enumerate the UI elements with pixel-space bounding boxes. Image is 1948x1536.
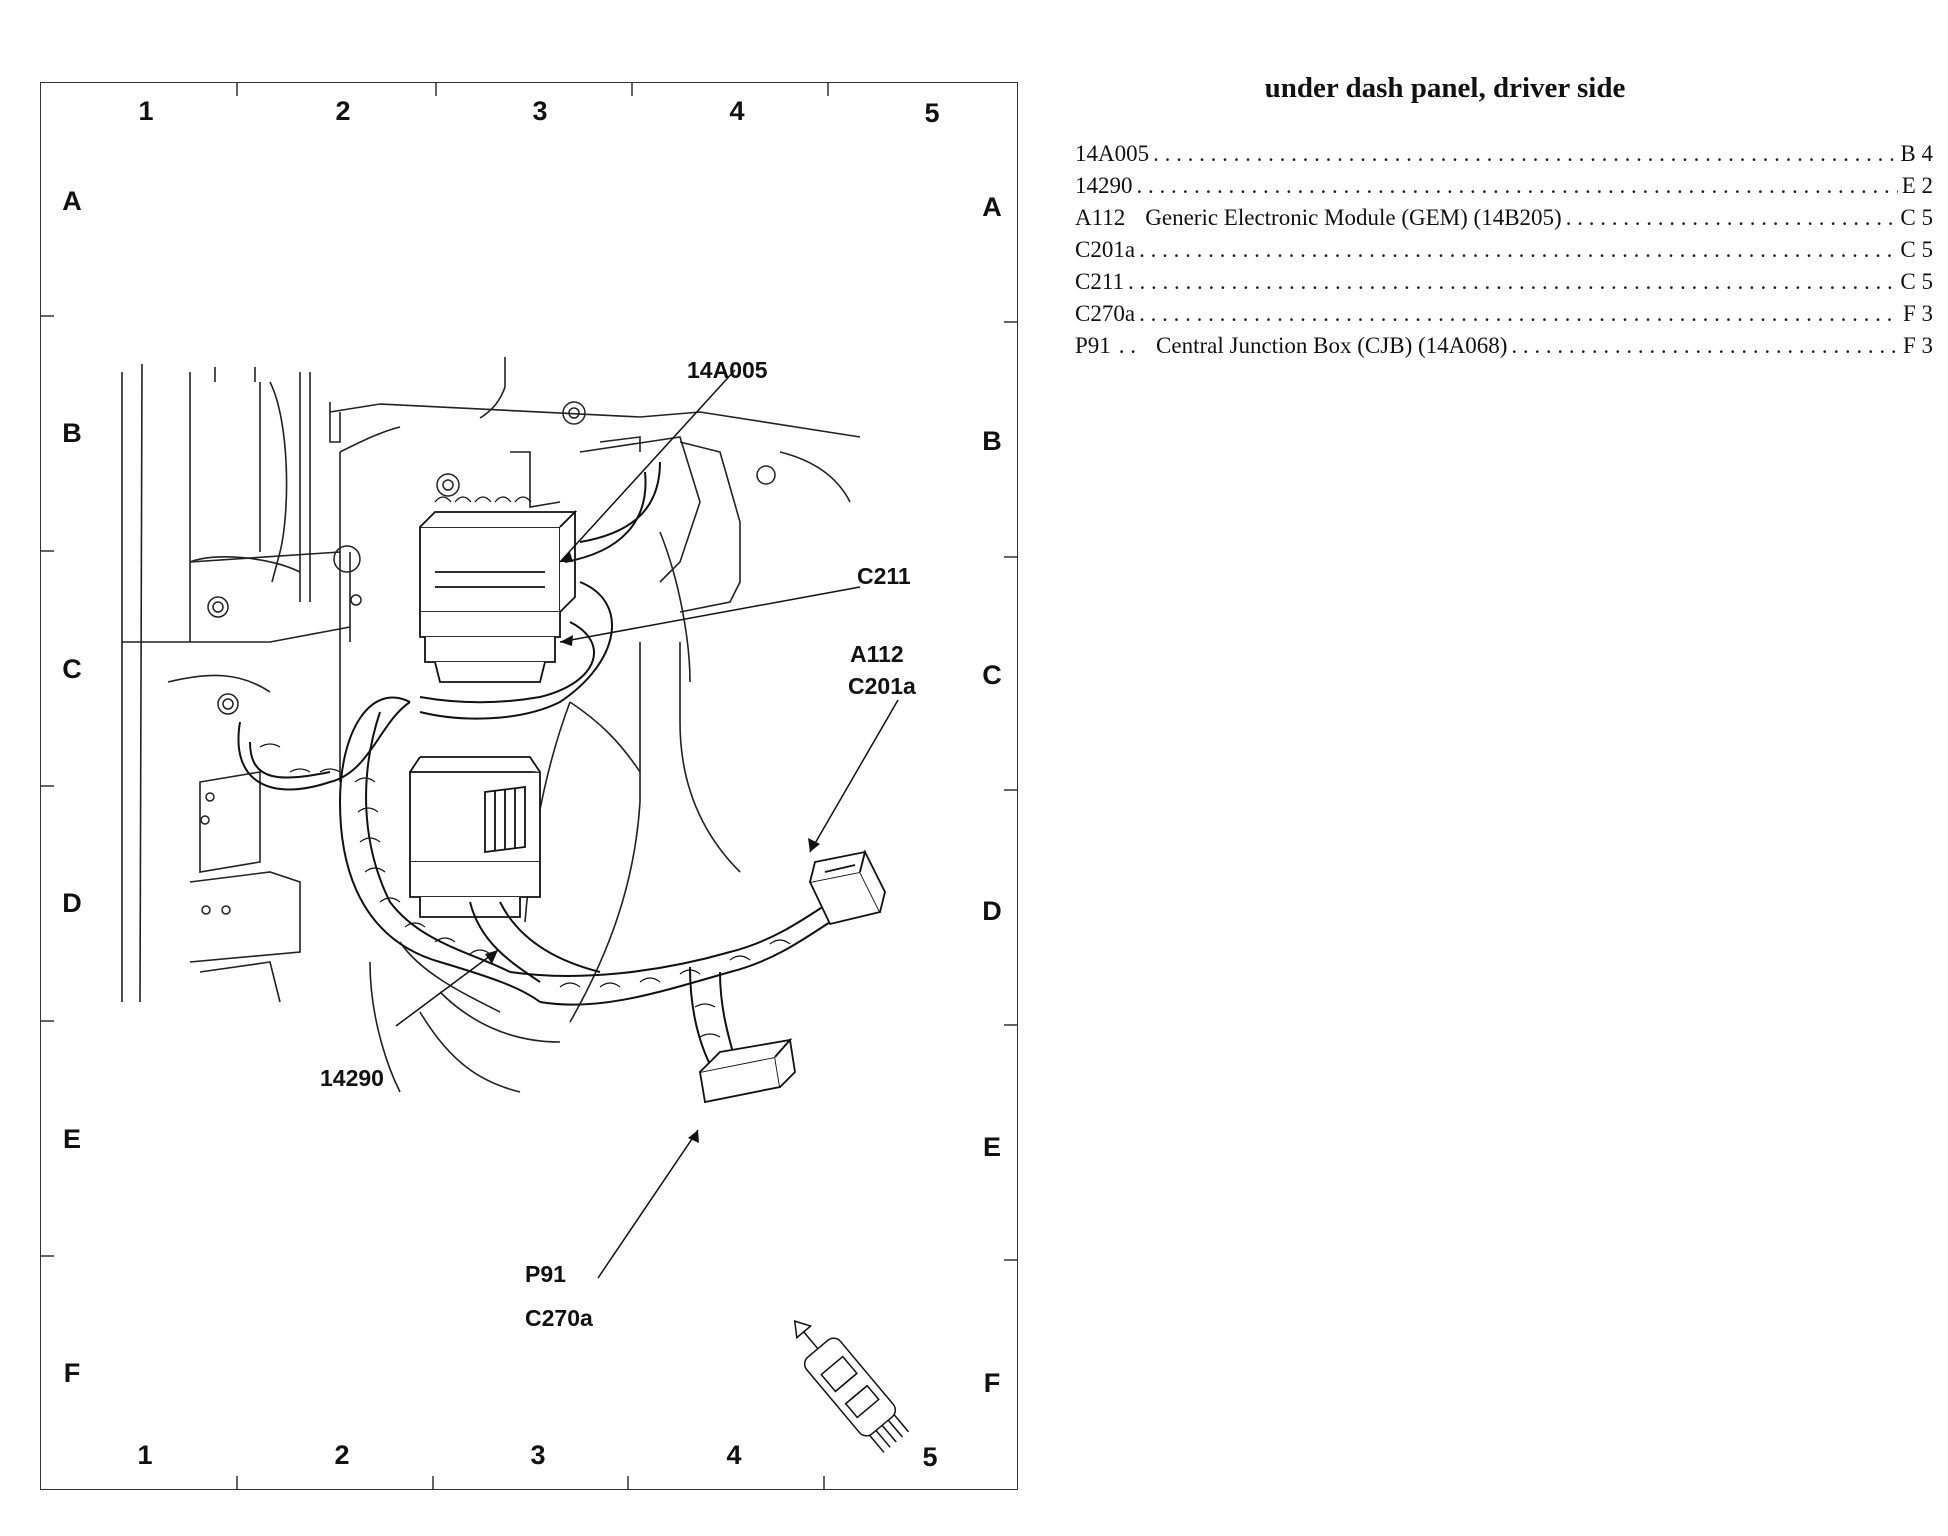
- index-code: C201a: [1075, 237, 1136, 262]
- row-label-left-E: E: [63, 1124, 81, 1154]
- row-label-left-B: B: [62, 418, 82, 448]
- c270a-connector-drawing: [698, 1037, 796, 1104]
- leader-lines: [395, 369, 899, 1279]
- row-label-left-D: D: [62, 888, 82, 918]
- callout-14a005: 14A005: [687, 357, 768, 383]
- c201a-connector-drawing: [808, 849, 886, 926]
- row-label-right-C: C: [982, 660, 1002, 690]
- row-label-right-F: F: [984, 1368, 1001, 1398]
- index-code: C270a: [1075, 301, 1136, 326]
- wire-harness-drawing: [237, 461, 831, 1083]
- callout-a112: A112: [850, 641, 904, 667]
- index-row: C211 C 5: [1075, 266, 1933, 298]
- row-label-left-F: F: [64, 1358, 81, 1388]
- col-label-top-4: 4: [729, 96, 744, 126]
- index-description: Central Junction Box (CJB) (14A068): [1156, 333, 1508, 358]
- dash-structure-drawing: [121, 357, 861, 1093]
- vehicle-orientation-icon: [793, 1320, 910, 1453]
- page-title: under dash panel, driver side: [1264, 72, 1626, 104]
- col-label-top-3: 3: [532, 96, 547, 126]
- gem-module-drawing: [419, 509, 578, 683]
- callout-14290: 14290: [320, 1065, 384, 1091]
- lower-connector-drawing: [409, 756, 541, 918]
- component-index: 14A005 B 4 14290 E 2 A112 Generic Electr…: [1075, 138, 1933, 362]
- leader-dots: [1153, 138, 1896, 170]
- leader-dots: [1139, 234, 1896, 266]
- index-code: P91: [1075, 333, 1111, 358]
- leader-dots: [1137, 170, 1898, 202]
- callout-c211: C211: [857, 563, 911, 589]
- index-row: 14A005 B 4: [1075, 138, 1933, 170]
- col-label-top-2: 2: [335, 96, 350, 126]
- index-code: C211: [1075, 269, 1124, 294]
- index-ref: C 5: [1900, 205, 1933, 230]
- row-label-right-D: D: [982, 896, 1002, 926]
- index-row: C270a F 3: [1075, 298, 1933, 330]
- row-label-right-A: A: [982, 192, 1002, 222]
- col-label-bottom-4: 4: [726, 1440, 741, 1470]
- callout-c270a: C270a: [525, 1305, 593, 1331]
- index-ref: F 3: [1902, 301, 1933, 326]
- col-label-bottom-2: 2: [334, 1440, 349, 1470]
- index-ref: C 5: [1900, 237, 1933, 262]
- leader-dots: [1511, 330, 1899, 362]
- index-ref: B 4: [1900, 141, 1933, 166]
- index-description: Generic Electronic Module (GEM) (14B205): [1145, 205, 1562, 230]
- col-label-bottom-1: 1: [137, 1440, 152, 1470]
- index-ref: C 5: [1900, 269, 1933, 294]
- index-row: C201a C 5: [1075, 234, 1933, 266]
- col-label-top-5: 5: [924, 98, 939, 128]
- col-label-top-1: 1: [138, 96, 153, 126]
- row-label-right-E: E: [983, 1132, 1001, 1162]
- leader-dots: [1566, 202, 1897, 234]
- leader-dots: [1128, 266, 1896, 298]
- index-row: A112 Generic Electronic Module (GEM) (14…: [1075, 202, 1933, 234]
- index-row: 14290 E 2: [1075, 170, 1933, 202]
- callout-p91: P91: [525, 1261, 566, 1287]
- index-code: 14290: [1075, 173, 1133, 198]
- index-row: P91 . . Central Junction Box (CJB) (14A0…: [1075, 330, 1933, 362]
- row-label-left-A: A: [62, 186, 82, 216]
- col-label-bottom-3: 3: [530, 1440, 545, 1470]
- wiring-diagram: 1 2 3 4 5 1 2 3 4 5 A B C D E F A B C D …: [40, 82, 1018, 1490]
- leader-dots: [1139, 298, 1899, 330]
- col-label-bottom-5: 5: [922, 1442, 937, 1472]
- callout-c201a: C201a: [848, 673, 916, 699]
- index-gap-dots: . .: [1118, 333, 1137, 358]
- row-label-right-B: B: [982, 426, 1002, 456]
- index-ref: F 3: [1902, 333, 1933, 358]
- index-code: 14A005: [1075, 141, 1150, 166]
- index-ref: E 2: [1901, 173, 1933, 198]
- index-code: A112: [1075, 205, 1126, 230]
- row-label-left-C: C: [62, 654, 82, 684]
